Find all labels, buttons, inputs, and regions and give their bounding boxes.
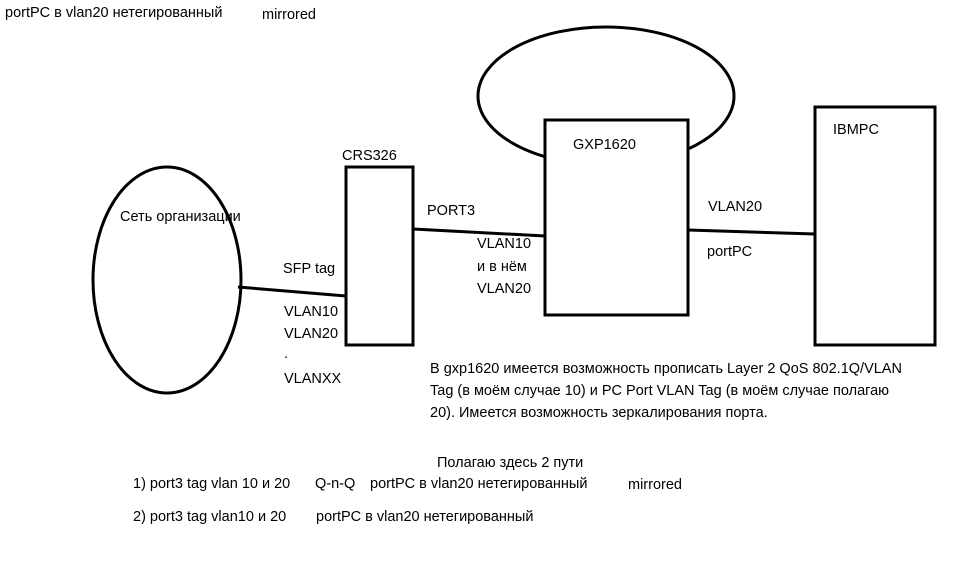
crs-vlan-label: VLAN20 [284,326,339,342]
path-1-a: 1) port3 tag vlan 10 и 20 [133,476,291,492]
port3-vlan-label: и в нём [477,259,527,275]
org-network-ellipse [91,165,243,395]
gxp1620-box [543,118,690,317]
header-note: portPC в vlan20 нетегированный [5,5,223,21]
header-mirrored: mirrored [262,7,316,23]
path-1-portpc: portPC в vlan20 нетегированный [370,476,588,492]
description-text: В gxp1620 имеется возможность прописать … [430,361,902,421]
port3-vlan-label: VLAN20 [477,281,532,297]
path-1-mirrored: mirrored [628,477,682,493]
path-2-portpc: portPC в vlan20 нетегированный [316,509,534,525]
path-1-qnq: Q-n-Q [315,476,356,492]
crs326-box [344,165,415,347]
path-2-a: 2) port3 tag vlan10 и 20 [133,509,287,525]
port3-label: PORT3 [427,203,476,219]
gxp1620-label: GXP1620 [573,137,636,153]
port3-vlan-label: VLAN10 [477,236,532,252]
pc-vlan-label: VLAN20 [708,199,763,215]
sfp-link [237,285,347,298]
sfp-tag-label: SFP tag [283,261,336,277]
ibmpc-label: IBMPC [833,122,879,138]
crs326-label: CRS326 [342,148,397,164]
portpc-label: portPC [707,244,753,260]
org-network-label: Сеть организации [120,209,241,225]
port3-link [412,227,546,238]
paths-heading: Полагаю здесь 2 пути [437,455,584,471]
ibmpc-box [813,105,937,347]
crs-vlan-label: . [284,346,289,362]
crs-vlan-label: VLANXX [284,371,342,387]
portpc-link [687,228,816,236]
crs-vlan-label: VLAN10 [284,304,339,320]
